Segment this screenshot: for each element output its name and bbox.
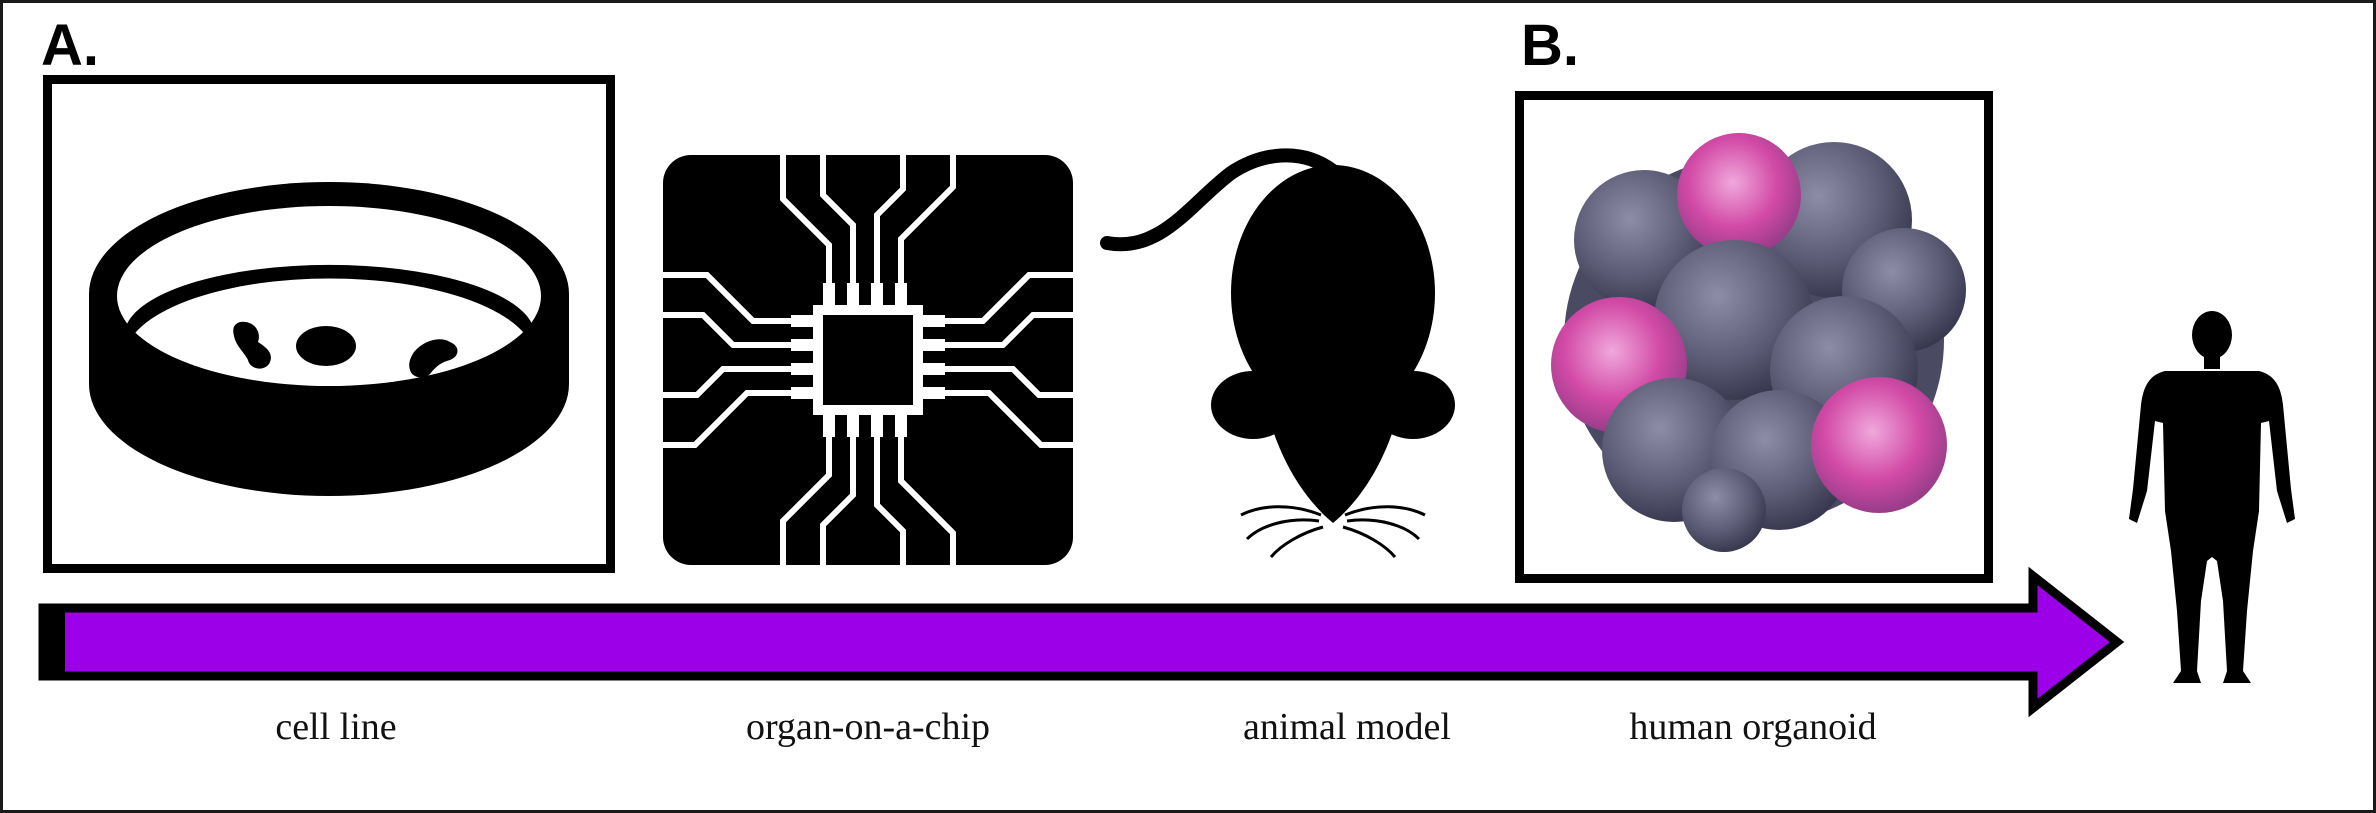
caption-animal-model: animal model: [1243, 708, 1451, 746]
caption-organ-on-a-chip: organ-on-a-chip: [746, 708, 990, 746]
organoid-box: [1515, 91, 1993, 583]
microchip-icon: [663, 155, 1073, 565]
petri-dish-icon: [52, 84, 606, 564]
caption-cell-line: cell line: [275, 708, 396, 746]
caption-human-organoid: human organoid: [1629, 708, 1876, 746]
mouse-icon: [1101, 143, 1461, 563]
cell-line-box: [43, 75, 615, 573]
human-silhouette-icon: [2127, 311, 2297, 691]
panel-label-b: B.: [1521, 17, 1579, 75]
progression-arrow: [43, 568, 2123, 718]
panel-label-a: A.: [41, 17, 99, 75]
organoid-image: [1524, 100, 1984, 574]
